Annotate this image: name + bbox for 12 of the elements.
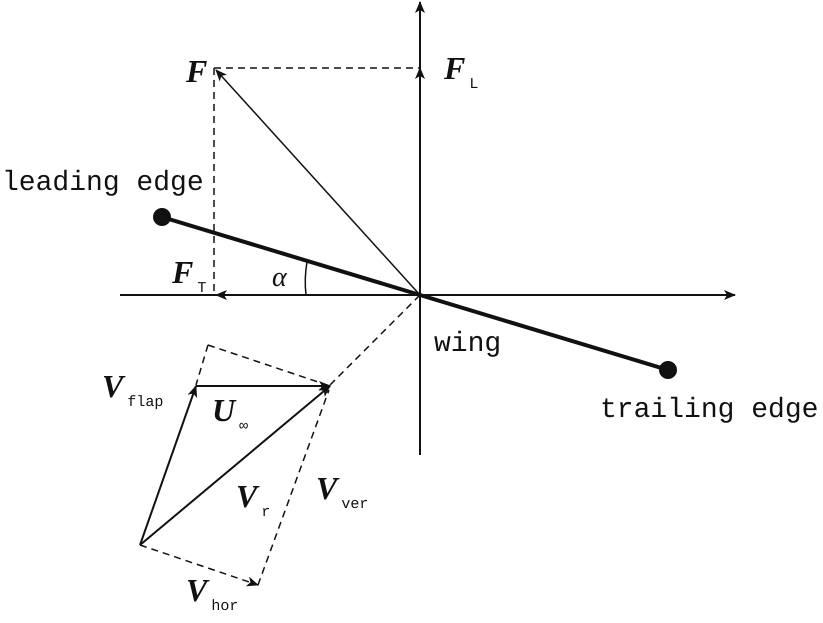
force-label: F — [186, 55, 208, 87]
relative-velocity-label: V$_{r}$ — [236, 480, 270, 520]
horizontal-velocity-label: V$_{hor}$ — [186, 574, 238, 614]
freestream-velocity-label: U$_{∞}$ — [212, 394, 248, 434]
lift-force-label: F$_{L}$ — [444, 52, 478, 92]
thrust-force-label: F$_{T}$ — [172, 256, 206, 296]
vertical-velocity-label: V$_{ver}$ — [316, 472, 368, 512]
flapping-velocity-label: V$_{flap}$ — [102, 370, 164, 410]
wing-label: wing — [434, 331, 502, 359]
trailing-edge-label: trailing edge — [600, 397, 818, 425]
leading-edge-label: leading edge — [2, 170, 204, 198]
angle-label: α — [272, 264, 287, 292]
